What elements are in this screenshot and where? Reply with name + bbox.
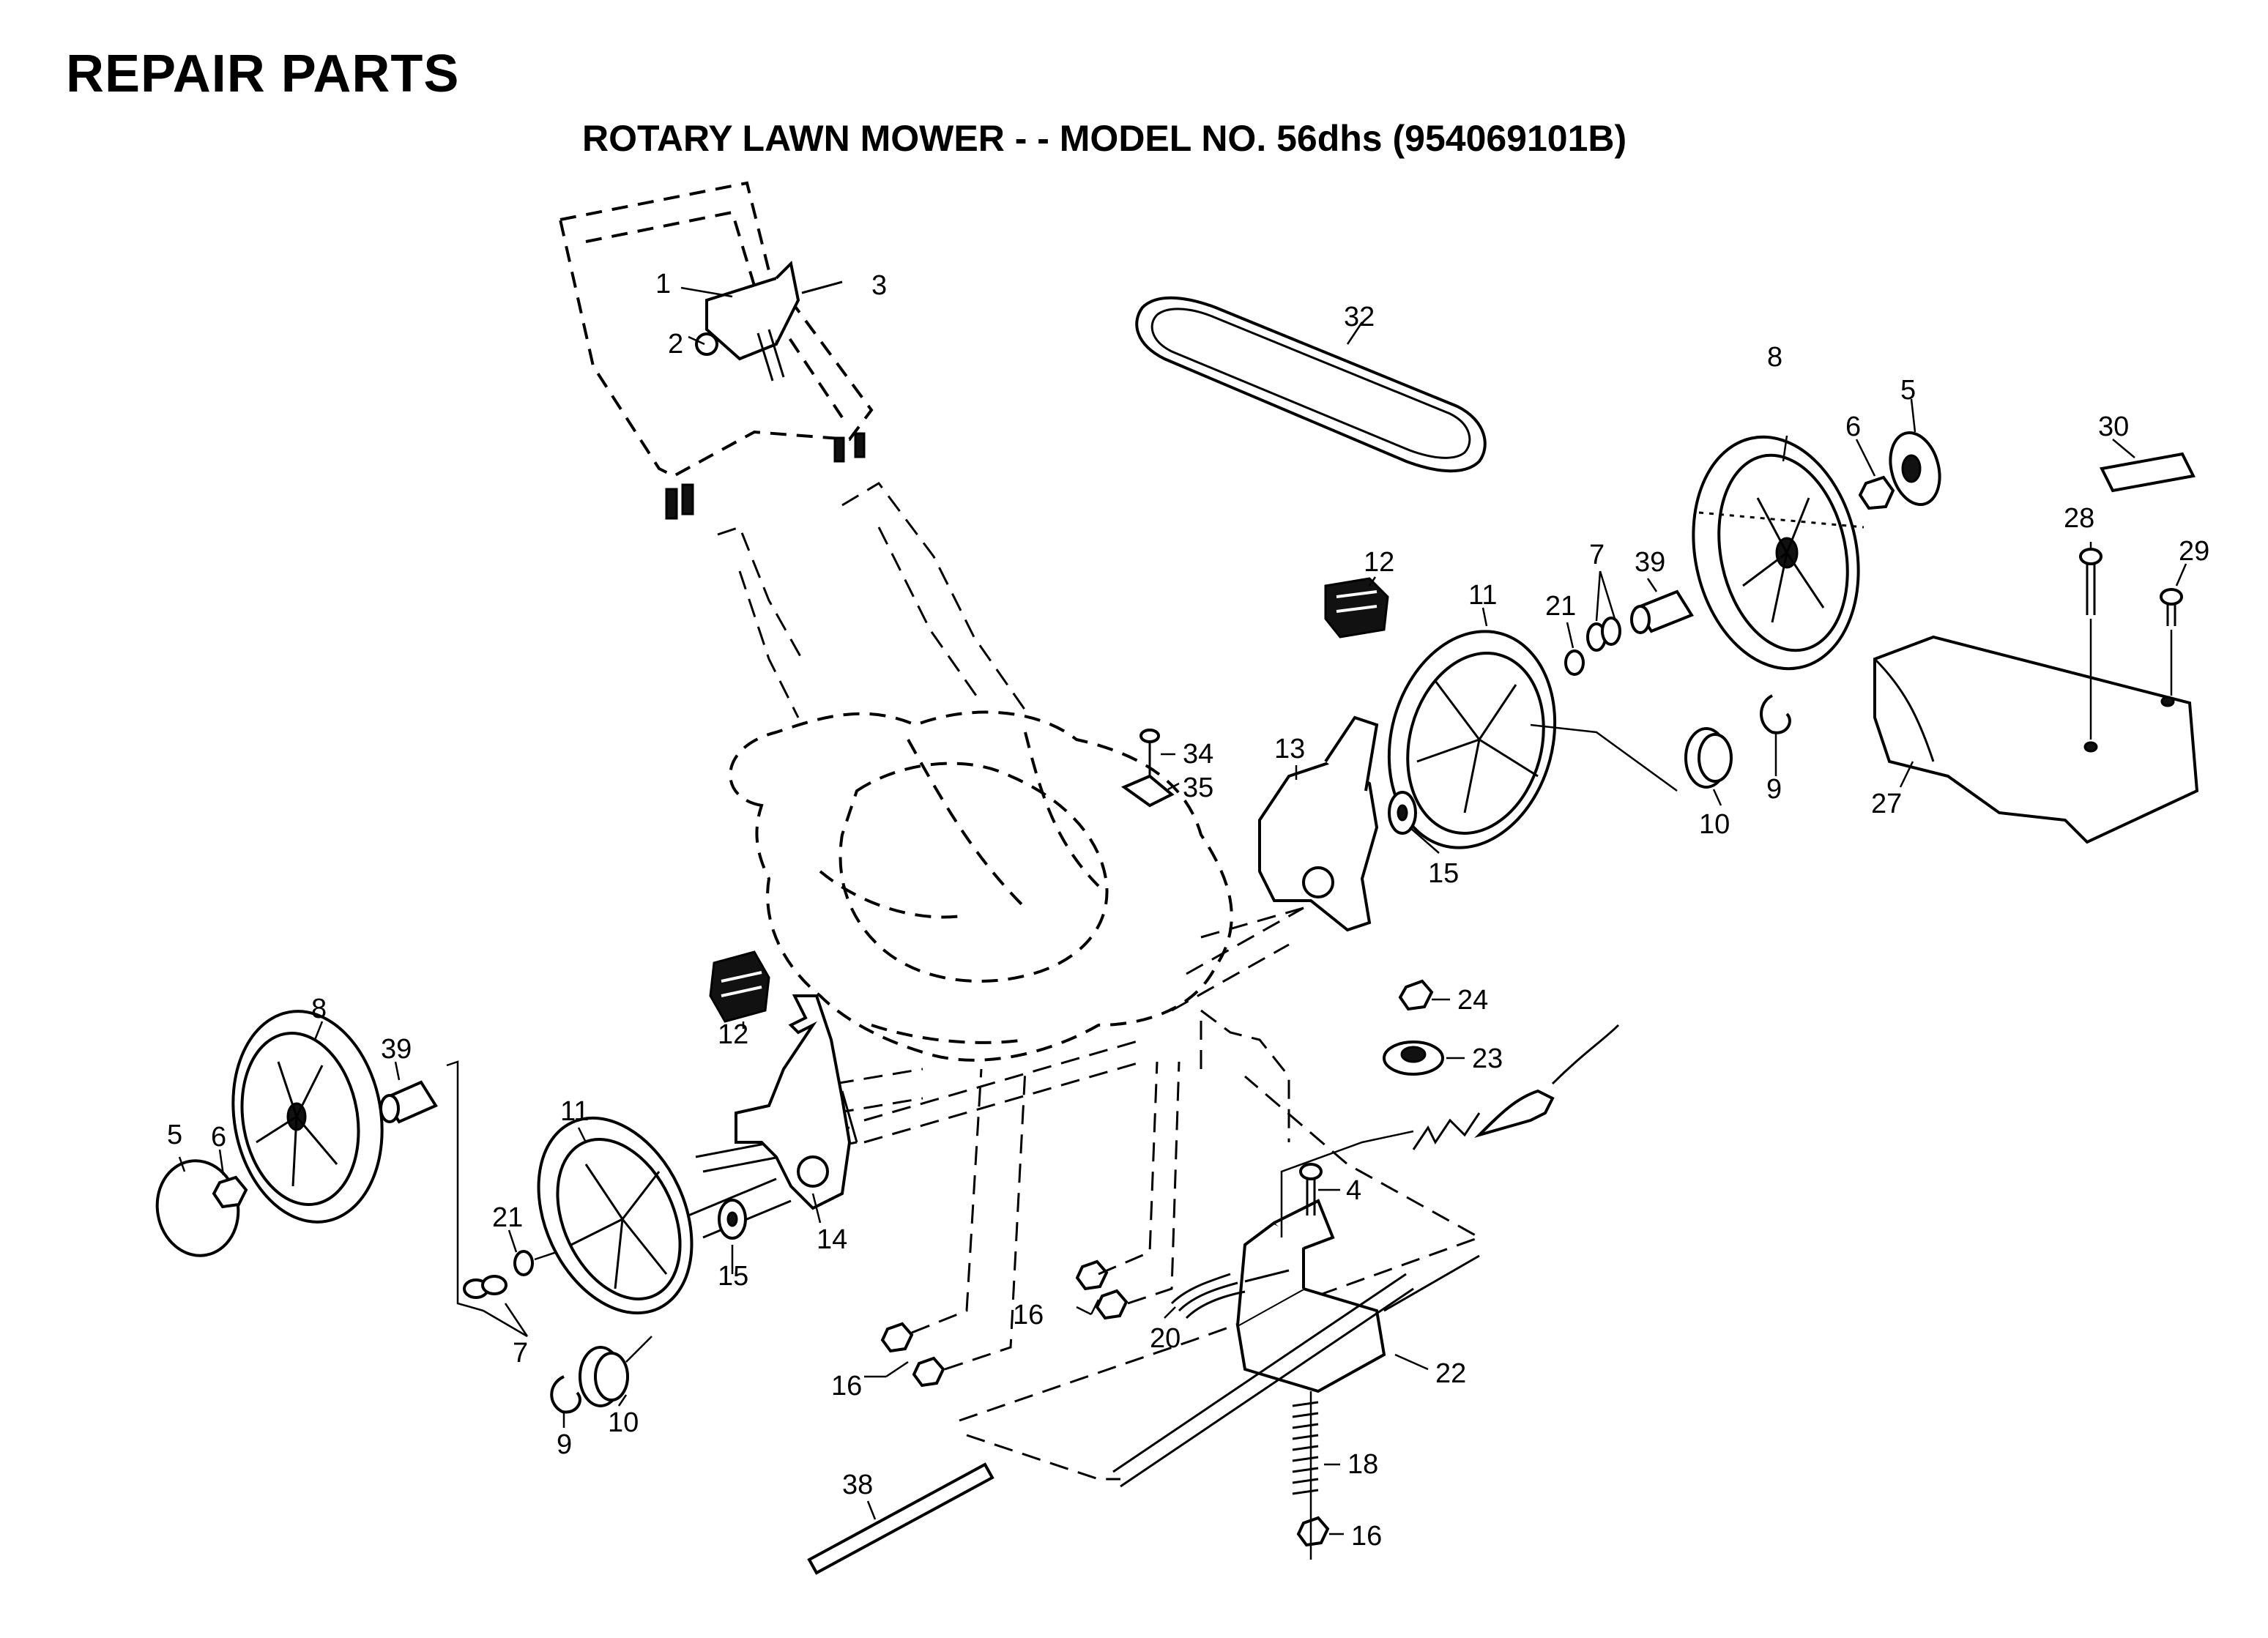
right-adjuster-part (1324, 577, 1389, 639)
left-adjuster-part (709, 950, 770, 1023)
left-dog-15-part (718, 1199, 747, 1240)
callout-dog-15-left: 15 (718, 1261, 748, 1292)
callout-screw-28: 28 (2064, 503, 2094, 534)
callout-wheel-8-right: 8 (1767, 342, 1782, 373)
callout-transmission-22: 22 (1435, 1358, 1466, 1389)
callout-nut-16-center: 16 (1013, 1300, 1044, 1330)
callout-wheel-8-left: 8 (311, 994, 327, 1024)
callout-pulley-23: 23 (1472, 1043, 1503, 1074)
callout-adjuster-12-right: 12 (1364, 547, 1394, 578)
callout-bolt-4: 4 (1346, 1175, 1361, 1206)
left-nut-part (212, 1175, 248, 1209)
right-clip-9-part (1760, 694, 1791, 734)
left-pinion-part (579, 1336, 652, 1407)
right-bushing-part (1630, 589, 1694, 634)
callout-clip-9-right: 9 (1766, 774, 1782, 805)
transmission-part (1112, 1199, 1480, 1488)
left-wheel-part (231, 1010, 384, 1224)
handle-outline (558, 181, 1027, 718)
callout-clip-35: 35 (1183, 773, 1213, 803)
callout-nut-6-left: 6 (211, 1122, 226, 1153)
nut-24-part (1398, 979, 1434, 1011)
bolt-34-part (1139, 729, 1160, 776)
callout-nut-6-right: 6 (1845, 412, 1861, 442)
callout-rod-38: 38 (842, 1470, 873, 1500)
callout-washer-21-right: 21 (1545, 591, 1576, 622)
callout-nut-16-bottom: 16 (1351, 1521, 1382, 1552)
right-dog-15-part (1388, 791, 1417, 835)
screw-29-part (2160, 588, 2183, 696)
left-bracket-14-part (735, 994, 858, 1210)
handle-bracket-part (695, 260, 843, 381)
callout-cover-27: 27 (1871, 789, 1902, 819)
callout-labels: 1 2 3 32 8 5 6 30 28 29 12 11 7 39 21 13… (167, 269, 2209, 1552)
callout-gearwheel-11-right: 11 (1468, 580, 1497, 611)
right-nut-part (1858, 475, 1895, 510)
callout-handle-knob: 2 (668, 329, 683, 360)
callout-dog-15-right: 15 (1428, 858, 1459, 889)
diagram-title: ROTARY LAWN MOWER - - MODEL NO. 56dhs (9… (582, 118, 1627, 159)
callout-hubcap-5-left: 5 (167, 1120, 182, 1150)
callout-hubcap-5-right: 5 (1900, 375, 1916, 406)
right-washer-21-part (1564, 649, 1585, 676)
callout-nut-24: 24 (1457, 985, 1488, 1016)
drive-belt-part (1135, 296, 1487, 473)
callout-spring-20: 20 (1150, 1323, 1181, 1354)
right-hubcap-part (1889, 431, 1941, 507)
callout-washers-7-left: 7 (513, 1338, 528, 1369)
pulley-23-part (1383, 1040, 1444, 1076)
rear-cover-part (1873, 635, 2199, 844)
bolt-4-part (1299, 1163, 1323, 1216)
callout-pinion-10-right: 10 (1699, 809, 1730, 840)
mower-deck-outline (729, 710, 1304, 1114)
callout-washers-7-right: 7 (1589, 540, 1605, 570)
left-hubcap-part (155, 1159, 240, 1257)
right-pinion-part (1684, 727, 1733, 789)
right-gearwheel-part (1387, 630, 1678, 849)
right-wheel-part (1692, 435, 1864, 671)
nut-16-part (880, 1061, 1482, 1547)
callout-bushing-39-right: 39 (1635, 547, 1665, 578)
clip-35-part (1120, 774, 1175, 808)
callout-handle-bracket: 1 (655, 269, 671, 299)
leader-lines (178, 286, 2187, 1535)
callout-handle-bolt: 3 (871, 270, 887, 301)
control-cable-part (1200, 1008, 1620, 1237)
callout-bushing-39-left: 39 (381, 1034, 412, 1065)
callout-nut-16-left: 16 (831, 1371, 862, 1401)
callout-adjuster-12-left: 12 (718, 1019, 748, 1050)
callout-bracket-13: 13 (1274, 734, 1305, 764)
decal-30-part (2100, 452, 2196, 493)
left-gearwheel-part (537, 1116, 792, 1315)
callout-bracket-14: 14 (817, 1224, 847, 1255)
left-bushing-part (379, 1080, 438, 1124)
right-washers-part (1586, 617, 1621, 652)
left-clip-9-part (550, 1375, 581, 1414)
callout-gearwheel-11-left: 11 (560, 1096, 589, 1127)
callout-bolt-34: 34 (1183, 739, 1213, 770)
callout-spring-18: 18 (1347, 1449, 1378, 1480)
page-heading: REPAIR PARTS (66, 45, 460, 103)
right-bracket-13-part (1258, 715, 1379, 932)
callout-screw-29: 29 (2179, 536, 2209, 567)
callout-clip-9-left: 9 (557, 1429, 572, 1460)
callout-pinion-10-left: 10 (608, 1407, 639, 1438)
callout-decal-30: 30 (2098, 412, 2129, 442)
spring-20-part (1170, 1269, 1290, 1319)
callout-washer-21-left: 21 (492, 1202, 523, 1233)
rod-38-part (807, 1462, 994, 1575)
left-washers-part (446, 1060, 507, 1312)
screw-28-part (2079, 548, 2102, 740)
callout-belt-32: 32 (1344, 302, 1375, 332)
spring-18-part (1292, 1391, 1319, 1560)
